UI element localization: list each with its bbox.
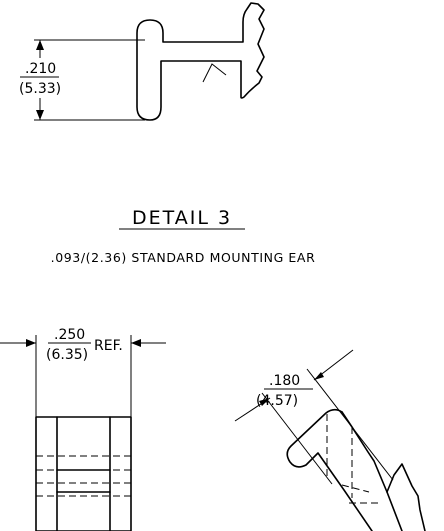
dim-250-ref: REF. (94, 338, 123, 354)
dim-250-mm: (6.35) (46, 347, 88, 363)
front-arrow-right (131, 339, 141, 347)
dim-210-inch: .210 (25, 61, 56, 77)
detail-title-block: DETAIL 3 .093/(2.36) STANDARD MOUNTING E… (51, 207, 316, 265)
top-profile-view: .210 (5.33) (18, 2, 265, 121)
front-view: .250 (6.35) REF. (0, 327, 166, 531)
angled-extension-1 (261, 392, 333, 485)
front-part-outline (35, 416, 132, 531)
dim-210-mm: (5.33) (19, 81, 61, 97)
angled-view: .180 (4.57) (234, 349, 426, 531)
arrow-down (36, 110, 44, 120)
dim-250-inch: .250 (54, 327, 85, 343)
detail-title: DETAIL 3 (132, 207, 232, 229)
angled-break (386, 463, 426, 531)
angled-part-outline (286, 408, 373, 531)
arrow-up (36, 40, 44, 50)
angled-arrow-1 (314, 372, 324, 380)
profile-notch (202, 63, 227, 83)
front-arrow-left (26, 339, 36, 347)
dim-180-mm: (4.57) (256, 393, 298, 409)
dim-180-inch: .180 (269, 373, 300, 389)
profile-outline (136, 2, 265, 121)
detail-subtitle: .093/(2.36) STANDARD MOUNTING EAR (51, 250, 316, 265)
